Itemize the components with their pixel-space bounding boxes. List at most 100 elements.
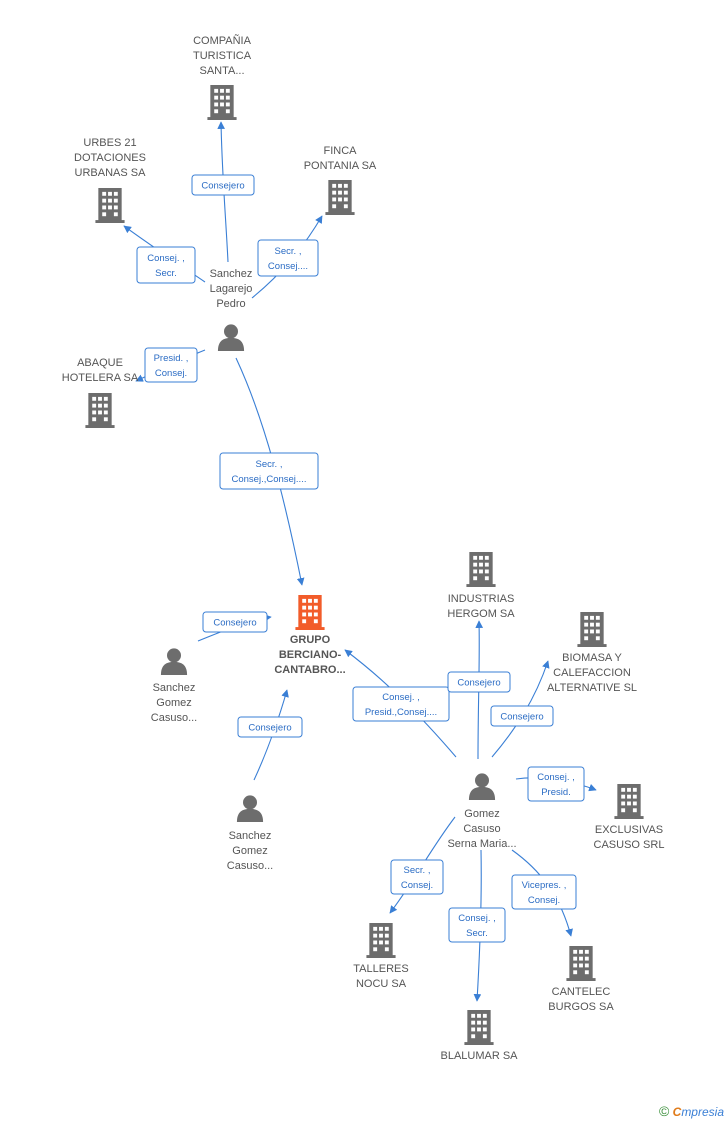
edge-label-box[interactable] (352, 686, 450, 722)
edge-role-label: Consejero (213, 618, 256, 629)
node-label: BURGOS SA (548, 1001, 614, 1013)
edge-sanchez_gomez_1-to-grupo: Consejero (197, 611, 272, 642)
edge-role-label: Consej. , (382, 692, 420, 703)
edge-label-box[interactable] (511, 874, 577, 910)
node-label: Casuso... (151, 712, 197, 724)
node-cantelec[interactable]: CANTELEC BURGOS SA (548, 946, 614, 1013)
edge-gomez_casuso-to-talleres: Secr. ,Consej. (389, 816, 456, 914)
main-company-building-icon[interactable] (295, 595, 325, 630)
building-icon[interactable] (614, 784, 644, 819)
edge-gomez_casuso-to-exclusivas: Consej. ,Presid. (515, 766, 597, 802)
edge-label-box[interactable] (202, 611, 268, 633)
edge-role-label: Consej.... (268, 261, 308, 272)
node-label: Casuso (463, 823, 500, 835)
building-icon[interactable] (577, 612, 607, 647)
node-label: Pedro (216, 298, 245, 310)
node-label: COMPAÑIA (193, 34, 252, 47)
edge-label-box[interactable] (144, 347, 198, 383)
node-compania[interactable]: COMPAÑIATURISTICASANTA... (193, 34, 252, 120)
node-label: BLALUMAR SA (440, 1050, 518, 1062)
building-icon[interactable] (325, 180, 355, 215)
node-label: Casuso... (227, 860, 273, 872)
building-icon[interactable] (464, 1010, 494, 1045)
node-label: Sanchez (153, 682, 196, 694)
node-label: Lagarejo (210, 283, 253, 295)
building-icon[interactable] (207, 85, 237, 120)
edge-sanchez_lagarejo-to-grupo: Secr. ,Consej.,Consej.... (219, 357, 319, 586)
edge-sanchez_gomez_2-to-grupo: Consejero (237, 689, 303, 781)
edge-role-label: Consejero (457, 678, 500, 689)
edge-role-label: Consejero (500, 712, 543, 723)
person-icon[interactable] (468, 773, 496, 800)
copyright-icon: © (658, 1103, 670, 1119)
edge-role-label: Presid. , (154, 353, 189, 364)
node-label: Gomez (156, 697, 191, 709)
node-blalumar[interactable]: BLALUMAR SA (440, 1010, 518, 1062)
node-label: Gomez (232, 845, 267, 857)
node-label: INDUSTRIAS (448, 593, 515, 605)
edge-label-box[interactable] (490, 705, 554, 727)
edge-label-box[interactable] (237, 716, 303, 738)
building-icon[interactable] (85, 393, 115, 428)
person-icon[interactable] (160, 648, 188, 675)
node-label: BERCIANO- (279, 649, 342, 661)
edge-role-label: Consej. , (458, 913, 496, 924)
edge-label-box[interactable] (448, 907, 506, 943)
edge-role-label: Consej.,Consej.... (232, 474, 307, 485)
node-label: ABAQUE (77, 357, 123, 369)
edge-role-label: Consej. (155, 368, 187, 379)
node-grupo[interactable]: GRUPOBERCIANO-CANTABRO... (274, 595, 346, 676)
node-sanchez_gomez_1[interactable]: SanchezGomezCasuso... (151, 648, 197, 724)
edge-label-box[interactable] (219, 452, 319, 490)
edge-label-box[interactable] (136, 246, 196, 284)
edge-label-box[interactable] (191, 174, 255, 196)
edge-label-box[interactable] (390, 859, 444, 895)
building-icon[interactable] (366, 923, 396, 958)
node-label: BIOMASA Y (562, 652, 622, 664)
building-icon[interactable] (95, 188, 125, 223)
brand-initial: C (672, 1105, 682, 1119)
building-icon[interactable] (466, 552, 496, 587)
edge-line (217, 121, 229, 263)
edge-sanchez_lagarejo-to-finca: Secr. ,Consej.... (251, 215, 323, 299)
node-label: DOTACIONES (74, 152, 146, 164)
node-label: FINCA (324, 145, 358, 157)
building-icon[interactable] (566, 946, 596, 981)
edge-gomez_casuso-to-grupo: Consej. ,Presid.,Consej.... (344, 649, 457, 758)
node-industrias[interactable]: INDUSTRIAS HERGOM SA (447, 552, 515, 620)
node-label: ALTERNATIVE SL (547, 682, 637, 694)
node-label: CASUSO SRL (594, 839, 665, 851)
brand-watermark: © Cmpresia (659, 1103, 724, 1119)
person-icon[interactable] (217, 324, 245, 351)
edge-label-box[interactable] (447, 671, 511, 693)
edge-role-label: Consejero (201, 181, 244, 192)
edge-role-label: Consej. , (147, 253, 185, 264)
person-icon[interactable] (236, 795, 264, 822)
node-label: CANTABRO... (274, 664, 345, 676)
edge-role-label: Consej. , (537, 772, 575, 783)
edge-label-box[interactable] (527, 766, 585, 802)
node-abaque[interactable]: ABAQUE HOTELERA SA (62, 357, 139, 428)
edge-label-box[interactable] (257, 239, 319, 277)
edge-gomez_casuso-to-industrias: Consejero (447, 620, 511, 760)
node-label: CANTELEC (552, 986, 611, 998)
edge-role-label: Secr. , (404, 865, 431, 876)
edge-role-label: Vicepres. , (522, 880, 567, 891)
node-label: TALLERES (353, 963, 408, 975)
node-label: HOTELERA SA (62, 372, 139, 384)
edge-role-label: Secr. (155, 268, 177, 279)
node-sanchez_gomez_2[interactable]: SanchezGomezCasuso... (227, 795, 273, 872)
node-label: HERGOM SA (447, 608, 515, 620)
edge-sanchez_lagarejo-to-abaque: Presid. , Consej. (135, 347, 206, 383)
edge-role-label: Consejero (248, 723, 291, 734)
edge-gomez_casuso-to-biomasa: Consejero (490, 660, 554, 758)
node-label: Gomez (464, 808, 499, 820)
